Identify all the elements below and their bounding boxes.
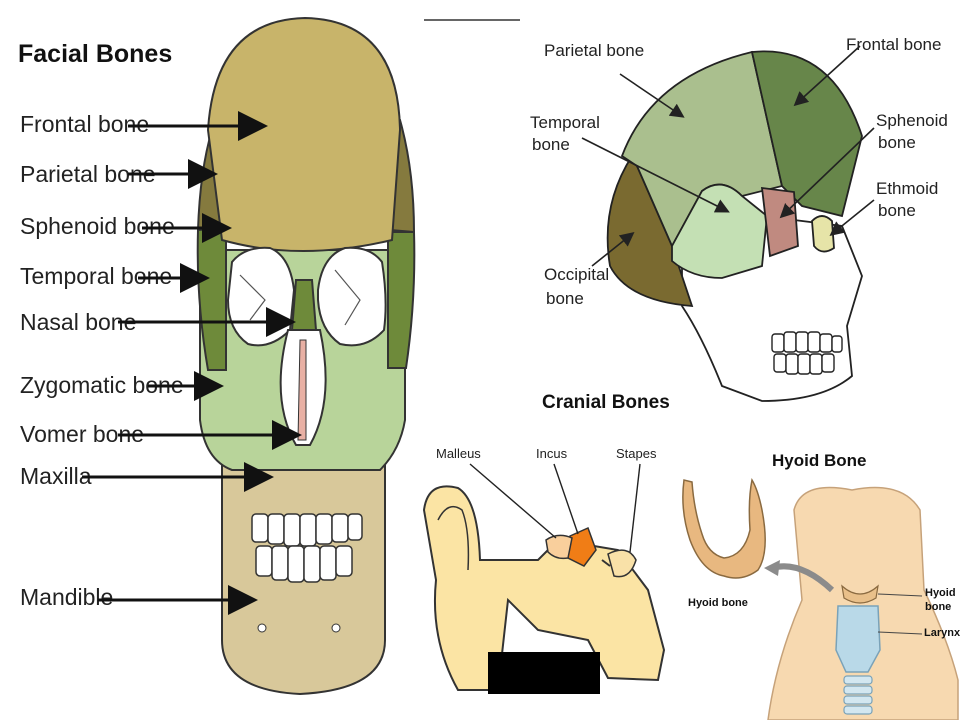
- label-hyoid-bone: Hyoid bone: [688, 597, 748, 609]
- hyoid-diagram: Hyoid Bone Hyoid bone Hyoid bone Larynx: [672, 440, 960, 720]
- label-cranial-sphenoid-2: bone: [878, 133, 916, 152]
- cranial-ethmoid-region: [811, 215, 835, 253]
- hyoid-panel: Hyoid Bone Hyoid bone Hyoid bone Larynx: [672, 440, 960, 720]
- ear-leader-lines: [469, 463, 641, 553]
- cranial-skull-diagram: Parietal bone Frontal bone Temporal bone…: [424, 19, 948, 413]
- hyoid-bone-large: [682, 477, 766, 579]
- label-incus: Incus: [536, 446, 568, 461]
- facial-pointer-arrows: [82, 111, 302, 615]
- label-hyoid-side-1: Hyoid: [925, 587, 956, 599]
- ear-labels: Malleus Incus Stapes: [436, 446, 657, 461]
- cranial-title: Cranial Bones: [542, 392, 670, 413]
- cranial-bones-panel: Parietal bone Frontal bone Temporal bone…: [422, 16, 960, 436]
- label-stapes: Stapes: [616, 446, 657, 461]
- hyoid-in-neck: [841, 584, 879, 604]
- facial-bones-panel: Facial Bones Frontal bone Parietal bone …: [0, 0, 425, 720]
- label-cranial-temporal-1: Temporal: [530, 113, 600, 132]
- neck-illustration: [767, 486, 959, 720]
- lower-teeth: [255, 545, 353, 583]
- temporal-right: [387, 231, 416, 369]
- label-sphenoid-bone: Sphenoid bone: [20, 213, 175, 239]
- label-cranial-ethmoid-2: bone: [878, 201, 916, 220]
- label-cranial-sphenoid-1: Sphenoid: [876, 111, 948, 130]
- label-frontal-bone: Frontal bone: [20, 111, 149, 137]
- ear-ossicles-panel: Malleus Incus Stapes: [418, 440, 674, 720]
- label-nasal-bone: Nasal bone: [20, 309, 136, 335]
- label-cranial-temporal-2: bone: [532, 135, 570, 154]
- vomer-region: [297, 339, 307, 441]
- label-cranial-frontal: Frontal bone: [846, 35, 941, 54]
- label-larynx: Larynx: [924, 627, 960, 639]
- cranial-frontal-region: [750, 50, 863, 218]
- cranial-teeth: [771, 331, 843, 375]
- larynx-illustration: [835, 605, 881, 673]
- label-cranial-ethmoid-1: Ethmoid: [876, 179, 938, 198]
- cranial-labels: Parietal bone Frontal bone Temporal bone…: [530, 35, 948, 308]
- label-maxilla: Maxilla: [20, 463, 92, 489]
- label-hyoid-side-2: bone: [925, 601, 951, 613]
- label-temporal-bone: Temporal bone: [20, 263, 172, 289]
- nasal-bone-region: [290, 279, 318, 331]
- label-cranial-parietal: Parietal bone: [544, 41, 644, 60]
- label-mandible: Mandible: [20, 584, 113, 610]
- stapes-bone: [607, 549, 637, 578]
- right-orbit: [317, 246, 387, 347]
- label-cranial-occipital-2: bone: [546, 289, 584, 308]
- ear-diagram: Malleus Incus Stapes: [422, 446, 666, 694]
- hyoid-leader-lines: [877, 593, 923, 635]
- facial-label-list: Frontal bone Parietal bone Sphenoid bone…: [20, 111, 184, 610]
- trachea-rings: [843, 675, 873, 715]
- cranial-leader-lines: [581, 45, 875, 267]
- cranial-occipital-region: [606, 154, 694, 308]
- label-cranial-occipital-1: Occipital: [544, 265, 609, 284]
- facial-title: Facial Bones: [18, 40, 172, 68]
- cranial-temporal-region: [671, 183, 768, 279]
- facial-skull-diagram: Facial Bones Frontal bone Parietal bone …: [18, 16, 416, 696]
- redaction-block: [488, 652, 600, 694]
- upper-teeth: [251, 513, 363, 547]
- hyoid-title: Hyoid Bone: [772, 451, 866, 470]
- label-malleus: Malleus: [436, 446, 481, 461]
- frontal-region: [206, 16, 402, 252]
